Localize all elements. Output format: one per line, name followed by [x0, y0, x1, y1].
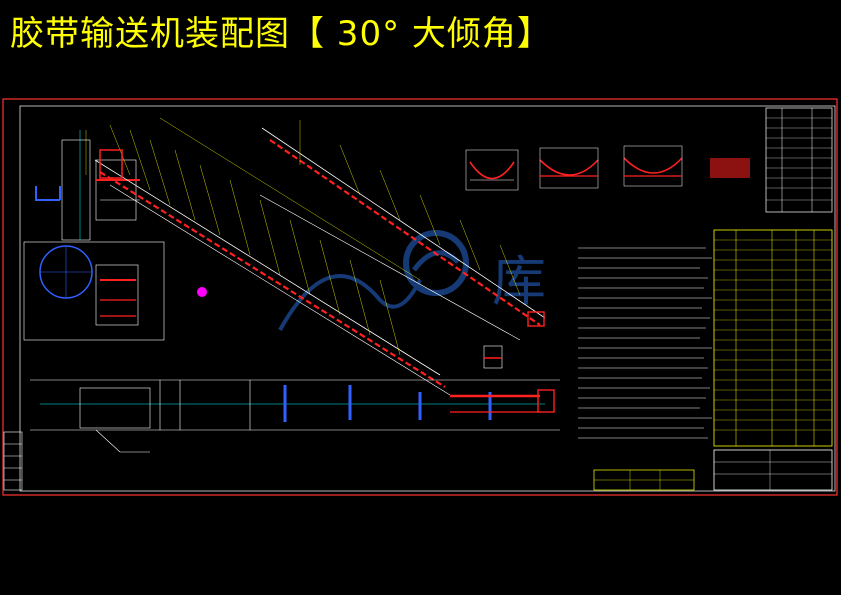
- watermark: 库: [278, 230, 546, 331]
- inclined-conveyor-secondary: [259, 120, 546, 341]
- bom-summary-table: [593, 469, 695, 491]
- watermark-glyph: 库: [492, 250, 546, 313]
- head-pulley-detail: [23, 241, 165, 341]
- idler-section-2: [539, 147, 599, 189]
- idler-section-3: [623, 145, 683, 187]
- revision-block: [3, 431, 23, 491]
- drive-station-top-view: [35, 130, 140, 241]
- parts-list-table: [713, 229, 833, 447]
- belt-section-detail: [710, 158, 750, 178]
- roller-detail: [197, 287, 503, 369]
- inner-frame: [19, 105, 836, 492]
- title-block: [713, 449, 833, 491]
- technical-notes-block: [578, 247, 712, 439]
- conveyor-elevation-view: [30, 379, 560, 453]
- inclined-conveyor-main: [85, 117, 451, 396]
- outer-frame: [2, 98, 838, 496]
- page-title: 胶带输送机装配图【 30° 大倾角】: [10, 14, 552, 54]
- idler-section-1: [465, 149, 519, 191]
- technical-spec-table: [765, 107, 833, 213]
